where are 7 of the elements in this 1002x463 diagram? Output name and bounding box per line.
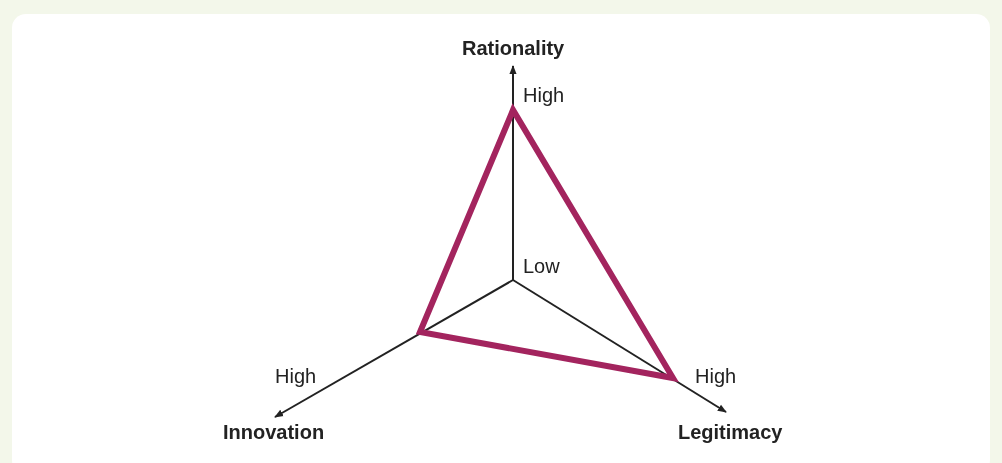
axis-title: Rationality [462,38,565,58]
scale-label: High [275,366,317,386]
axis-title: Innovation [223,422,325,442]
scale-label: High [695,366,737,386]
axis-title: Legitimacy [678,422,783,442]
scale-label: Low [523,256,560,276]
scale-label: High [523,85,565,105]
